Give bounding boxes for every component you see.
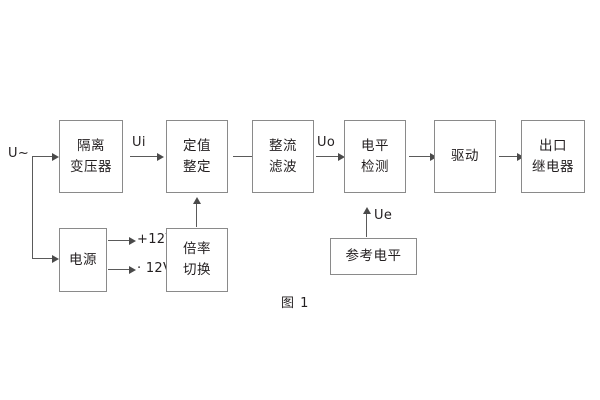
wire-input-to-transformer-h <box>32 156 53 158</box>
signal-label-ue: Ue <box>374 208 393 223</box>
arrowhead-to-power-icon <box>52 254 59 263</box>
block-reference-level[interactable]: 参考电平 <box>330 238 417 275</box>
arrowhead-to-transformer-icon <box>52 152 59 161</box>
wire-power-neg12v <box>108 269 130 271</box>
arrowhead-transformer-to-setting-icon <box>157 152 164 161</box>
block-output-relay-line1: 出口 <box>539 137 567 154</box>
input-label-u: U~ <box>8 146 30 161</box>
block-multiplier-switch-line1: 倍率 <box>183 241 211 258</box>
arrowhead-driver-to-relay-icon <box>517 152 524 161</box>
wire-input-to-power-h <box>32 258 53 260</box>
wire-level-to-driver <box>409 156 431 158</box>
block-multiplier-switch-line2: 切换 <box>183 262 211 278</box>
block-output-relay[interactable]: 出口 继电器 <box>521 120 585 193</box>
wire-transformer-to-setting <box>130 156 158 158</box>
wire-driver-to-relay <box>499 156 519 158</box>
block-power-supply[interactable]: 电源 <box>59 228 107 292</box>
block-level-detect[interactable]: 电平 检测 <box>344 120 406 193</box>
arrowhead-level-to-driver-icon <box>430 152 437 161</box>
block-output-relay-line2: 继电器 <box>532 158 574 175</box>
block-level-detect-line1: 电平 <box>361 137 389 154</box>
block-rectify-filter-line1: 整流 <box>269 137 297 154</box>
wire-power-pos12v <box>108 240 130 242</box>
signal-label-uo: Uo <box>317 135 336 150</box>
wire-setting-to-rectify <box>233 156 255 158</box>
block-multiplier-switch[interactable]: 倍率 切换 <box>166 228 228 292</box>
wire-reference-to-level <box>366 213 368 237</box>
arrowhead-reference-to-level-icon <box>363 207 371 214</box>
block-reference-level-line1: 参考电平 <box>345 248 402 265</box>
block-rectify-filter[interactable]: 整流 滤波 <box>252 120 314 193</box>
signal-label-neg12v: · 12V <box>137 261 173 276</box>
block-isolation-transformer[interactable]: 隔离 变压器 <box>59 120 123 193</box>
block-driver-line1: 驱动 <box>451 148 479 165</box>
block-isolation-transformer-line1: 隔离 <box>77 137 105 154</box>
block-isolation-transformer-line2: 变压器 <box>70 158 112 175</box>
block-setting-adjust-line1: 定值 <box>183 137 211 154</box>
arrowhead-rectify-to-level-icon <box>338 152 345 161</box>
wire-multiplier-to-setting <box>196 203 198 227</box>
block-driver[interactable]: 驱动 <box>434 120 496 193</box>
block-setting-adjust[interactable]: 定值 整定 <box>166 120 228 193</box>
wire-rectify-to-level <box>316 156 339 158</box>
block-rectify-filter-line2: 滤波 <box>269 158 297 175</box>
block-setting-adjust-line2: 整定 <box>183 158 211 175</box>
signal-label-ui: Ui <box>132 135 146 150</box>
block-power-supply-line1: 电源 <box>69 251 97 268</box>
arrowhead-neg12v-icon <box>129 265 136 274</box>
figure-caption: 图 1 <box>281 296 310 311</box>
arrowhead-multiplier-to-setting-icon <box>193 197 201 204</box>
wire-input-branch-v <box>32 156 34 259</box>
arrowhead-pos12v-icon <box>129 236 136 245</box>
block-level-detect-line2: 检测 <box>361 158 389 175</box>
signal-label-pos12v: +12V <box>137 232 175 247</box>
